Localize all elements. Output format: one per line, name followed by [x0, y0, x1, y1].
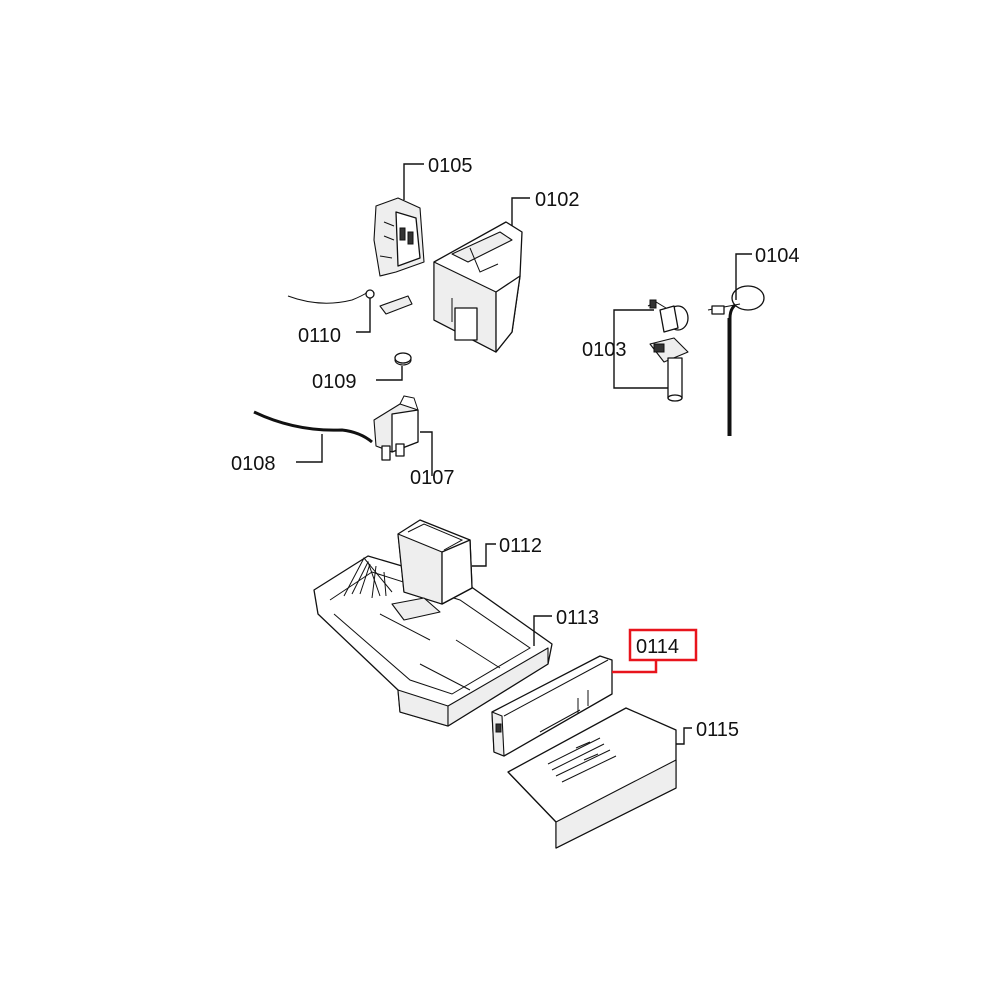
- part-label-0110: 0110: [298, 325, 341, 347]
- part-0105-drawing: [373, 197, 425, 277]
- part-label-0115: 0115: [696, 719, 739, 741]
- part-0113-drawing: [313, 555, 553, 727]
- leader-0108: [296, 434, 323, 463]
- part-label-0109: 0109: [312, 371, 357, 393]
- part-0115-drawing: [507, 707, 677, 849]
- part-0104-drawing: [707, 285, 765, 436]
- leader-0105: [403, 163, 424, 200]
- part-0109-drawing: [394, 352, 412, 366]
- part-label-0105: 0105: [428, 155, 473, 177]
- leader-0110: [356, 298, 371, 333]
- part-label-0104: 0104: [755, 245, 800, 267]
- part-0107-drawing: [373, 395, 419, 461]
- leader-0102: [511, 197, 530, 226]
- part-0102-drawing: [433, 221, 523, 353]
- part-label-0114[interactable]: 0114: [636, 636, 679, 658]
- leader-0113: [533, 615, 552, 646]
- leader-0112: [472, 543, 496, 567]
- part-label-0102: 0102: [535, 189, 580, 211]
- leader-0104: [735, 253, 752, 300]
- leader-0115: [676, 727, 692, 745]
- part-0103-drawing: [647, 299, 689, 402]
- part-0112-drawing: [391, 519, 473, 621]
- part-label-0113: 0113: [556, 607, 599, 629]
- part-label-0112: 0112: [499, 535, 542, 557]
- part-label-0103: 0103: [582, 339, 627, 361]
- leader-0109: [376, 366, 403, 381]
- highlight-box-0114: [628, 628, 698, 662]
- highlight-leader-0114: [612, 660, 658, 674]
- leader-0107: [420, 431, 433, 476]
- part-0114-drawing: [491, 655, 613, 757]
- part-label-0108: 0108: [231, 453, 276, 475]
- part-0110-drawing: [287, 289, 413, 315]
- part-label-0107: 0107: [410, 467, 455, 489]
- leader-0103: [613, 309, 668, 389]
- part-0108-drawing: [253, 410, 373, 444]
